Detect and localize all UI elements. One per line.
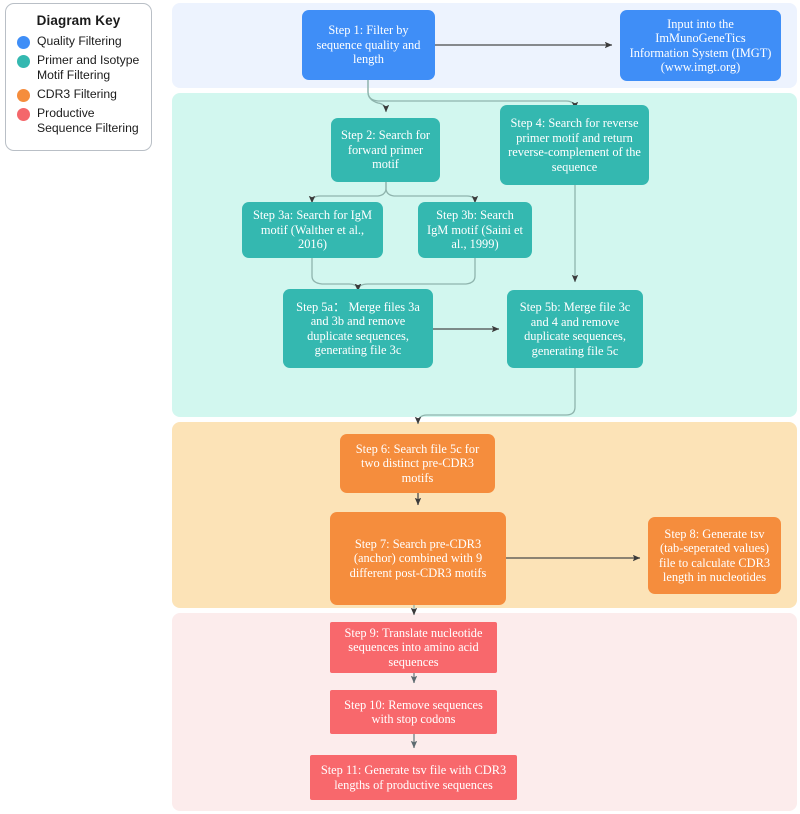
node-step-7-label: Step 7: Search pre-CDR3 (anchor) combine… xyxy=(349,536,487,580)
node-step-10[interactable]: Step 10: Remove sequences with stop codo… xyxy=(330,690,497,734)
node-step-5b[interactable]: Step 5b: Merge file 3c and 4 and remove … xyxy=(507,290,643,368)
node-step-6-label: Step 6: Search file 5c for two distinct … xyxy=(355,441,480,485)
legend-item-label: Productive Sequence Filtering xyxy=(37,105,139,135)
node-step-2[interactable]: Step 2: Search for forward primer motif xyxy=(331,118,440,182)
node-step-1-label: Step 1: Filter by sequence quality and l… xyxy=(316,23,421,67)
node-step-7[interactable]: Step 7: Search pre-CDR3 (anchor) combine… xyxy=(330,512,506,605)
node-imgt[interactable]: Input into the ImMunoGeneTics Informatio… xyxy=(620,10,781,81)
node-step-1[interactable]: Step 1: Filter by sequence quality and l… xyxy=(302,10,435,80)
node-step-11-label: Step 11: Generate tsv file with CDR3 len… xyxy=(320,763,507,792)
legend-title: Diagram Key xyxy=(36,13,121,28)
node-step-5a-label: Step 5a： Merge files 3a and 3b and remov… xyxy=(296,299,420,358)
node-step-4[interactable]: Step 4: Search for reverse primer motif … xyxy=(500,105,649,185)
legend-item-3: Productive Sequence Filtering xyxy=(16,106,141,136)
node-step-6[interactable]: Step 6: Search file 5c for two distinct … xyxy=(340,434,495,493)
node-step-5b-label: Step 5b: Merge file 3c and 4 and remove … xyxy=(519,300,631,358)
legend-item-label: Quality Filtering xyxy=(37,34,122,48)
legend-item-label: Primer and Isotype Motif Filtering xyxy=(37,53,140,82)
node-step-3a[interactable]: Step 3a: Search for IgM motif (Walther e… xyxy=(242,202,383,258)
edge-step2-to-step3a xyxy=(308,182,387,204)
legend-item-0: Quality Filtering xyxy=(16,34,141,49)
edge-step3b-to-step5a xyxy=(354,258,476,292)
node-step-2-label: Step 2: Search for forward primer motif xyxy=(340,128,431,172)
node-step-10-label: Step 10: Remove sequences with stop codo… xyxy=(344,697,483,727)
blue-dot-icon xyxy=(17,36,30,49)
node-step-3a-label: Step 3a: Search for IgM motif (Walther e… xyxy=(252,208,373,252)
node-step-3b-label: Step 3b: Search IgM motif (Saini et al.,… xyxy=(426,208,523,252)
teal-dot-icon xyxy=(17,55,30,68)
legend-item-2: CDR3 Filtering xyxy=(16,87,141,102)
node-step-8-label: Step 8: Generate tsv (tab-seperated valu… xyxy=(658,526,771,585)
node-step-3b[interactable]: Step 3b: Search IgM motif (Saini et al.,… xyxy=(418,202,532,258)
node-step-8[interactable]: Step 8: Generate tsv (tab-seperated valu… xyxy=(648,517,781,594)
orange-dot-icon xyxy=(17,88,30,102)
node-step-11[interactable]: Step 11: Generate tsv file with CDR3 len… xyxy=(310,755,517,800)
edge-layer xyxy=(308,41,641,749)
legend-item-1: Primer and Isotype Motif Filtering xyxy=(16,53,141,83)
node-step-9-label: Step 9: Translate nucleotide sequences i… xyxy=(344,625,483,669)
edge-step1-to-step4 xyxy=(367,80,579,110)
node-imgt-label: Input into the ImMunoGeneTics Informatio… xyxy=(629,16,772,75)
legend-item-label: CDR3 Filtering xyxy=(37,86,117,101)
edge-step2-to-step3b xyxy=(385,182,479,204)
node-step-9[interactable]: Step 9: Translate nucleotide sequences i… xyxy=(330,622,497,673)
edge-step5b-to-step6 xyxy=(414,368,576,425)
node-step-4-label: Step 4: Search for reverse primer motif … xyxy=(508,116,641,174)
node-step-5a[interactable]: Step 5a： Merge files 3a and 3b and remov… xyxy=(283,289,433,368)
red-dot-icon xyxy=(17,107,30,121)
